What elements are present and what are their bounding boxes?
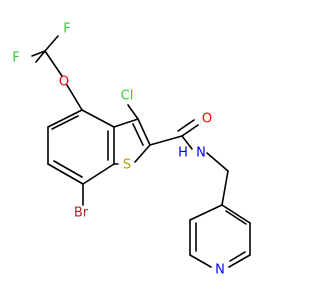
bond-chf2-f2 xyxy=(35,50,46,63)
bond-c3-c2-double xyxy=(132,123,144,146)
bond-ccarbonyl-o-double xyxy=(177,119,195,132)
bond-c3a-c4 xyxy=(81,109,115,128)
bond-ccarbonyl-n xyxy=(181,135,193,150)
bond-c2-ccarbonyl xyxy=(149,135,183,146)
bond-c4-c5-double xyxy=(51,115,79,130)
atom-n-pyridine: N xyxy=(215,263,225,278)
atom-f-top: F xyxy=(63,22,70,37)
bond-py-c2-n xyxy=(189,254,212,268)
bond-chf2-f-top xyxy=(44,35,59,52)
atom-n-amide: N xyxy=(196,146,206,161)
atom-o-ether: O xyxy=(59,75,69,90)
bonds xyxy=(31,35,251,268)
bond-n-ch2 xyxy=(206,152,229,172)
bond-ch2-pyridine xyxy=(221,170,229,206)
molecule-structure-diagram: F F O Cl O S N H Br N xyxy=(12,21,251,278)
bond-c3-cl xyxy=(127,104,139,120)
atom-br: Br xyxy=(74,206,89,221)
bond-py-n-c6-double xyxy=(229,251,246,262)
atom-o-carbonyl: O xyxy=(202,112,212,127)
bond-chf2-o xyxy=(44,50,63,77)
bond-c3a-c3 xyxy=(113,118,139,128)
bond-py-c4-c3 xyxy=(189,204,223,221)
bond-py-c4-c5 xyxy=(221,204,251,224)
atom-cl: Cl xyxy=(121,89,134,104)
bond-c4-c5 xyxy=(47,109,83,128)
atom-h-amide: H xyxy=(178,146,188,161)
bond-ccarbonyl-o xyxy=(181,124,199,137)
bond-o-c4 xyxy=(66,84,83,111)
bond-c2-s xyxy=(134,144,151,163)
atom-f-left: F xyxy=(12,51,19,66)
bond-py-c4-c5-double xyxy=(225,210,247,225)
bond-c7-c7a xyxy=(82,163,115,185)
bond-c6-c7 xyxy=(47,163,84,185)
bond-py-n-c6 xyxy=(228,254,251,268)
atom-s: S xyxy=(123,158,131,173)
bond-chf2-f1 xyxy=(31,50,46,57)
bond-c6-c7-double xyxy=(53,160,83,178)
bond-c3-c2 xyxy=(137,118,151,146)
atom-labels: F F O Cl O S N H Br N xyxy=(12,22,225,278)
